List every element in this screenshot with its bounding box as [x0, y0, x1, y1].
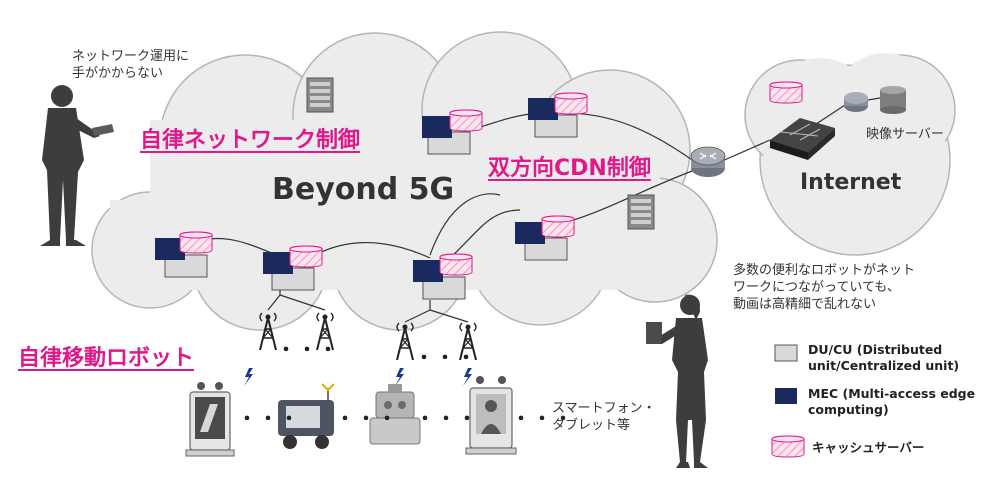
internet-label: Internet	[800, 170, 902, 195]
server-rack-icon-2	[627, 194, 655, 230]
video-server-label: 映像サーバー	[866, 127, 944, 142]
wireless-bolt-icon-1	[244, 368, 253, 386]
operator-note: ネットワーク運用に 手がかからない	[72, 49, 190, 81]
legend-du-cu-swatch	[774, 344, 798, 362]
tower-ellipsis-2: ・・・	[415, 348, 478, 369]
reception-robot-icon	[465, 376, 517, 455]
node-group-5	[413, 253, 473, 300]
autonomous-robot-label: 自律移動ロボット	[18, 346, 195, 371]
legend-cache-label: キャッシュサーバー	[812, 440, 925, 455]
video-server-icon	[880, 86, 906, 114]
switch-icon	[770, 118, 835, 160]
node-group-6	[515, 215, 575, 261]
wireless-bolt-icon-3	[463, 368, 472, 386]
operator-person-icon	[40, 85, 114, 246]
node-group-3	[155, 231, 213, 278]
robot-ellipsis-4: ・・・	[512, 409, 575, 430]
legend-cache-icon	[771, 435, 805, 458]
node-group-2	[528, 92, 588, 138]
camera-vehicle-robot-icon	[278, 383, 335, 449]
user-person-icon	[646, 294, 708, 468]
node-group-1	[422, 109, 483, 155]
wireless-bolt-icon-2	[395, 368, 404, 386]
legend-du-cu-label: DU/CU (Distributed unit/Centralized unit…	[808, 342, 960, 373]
tower-ellipsis-1: ・・・	[277, 340, 340, 361]
smartphone-note: スマートフォン・ タブレット等	[552, 401, 656, 433]
server-rack-icon-1	[306, 77, 334, 113]
robot-ellipsis-3: ・・・	[416, 409, 479, 430]
robot-ellipsis-1: ・・・	[238, 409, 301, 430]
internet-cache-icon	[769, 81, 803, 104]
legend-mec-swatch	[775, 388, 797, 404]
industrial-robot-icon	[369, 384, 421, 445]
node-group-4	[263, 245, 323, 291]
legend-mec-label: MEC (Multi-access edge computing)	[808, 386, 976, 417]
bidirectional-cdn-label: 双方向CDN制御	[488, 156, 651, 181]
small-router-icon	[844, 92, 868, 112]
autonomous-network-label: 自律ネットワーク制御	[140, 128, 361, 153]
signage-robot-icon	[185, 382, 235, 457]
robot-note: 多数の便利なロボットがネット ワークにつながっていても、 動画は高精細で乱れない	[733, 263, 916, 312]
robot-ellipsis-2: ・・・	[336, 409, 399, 430]
router-icon	[690, 146, 726, 177]
beyond5g-label: Beyond 5G	[272, 172, 455, 207]
